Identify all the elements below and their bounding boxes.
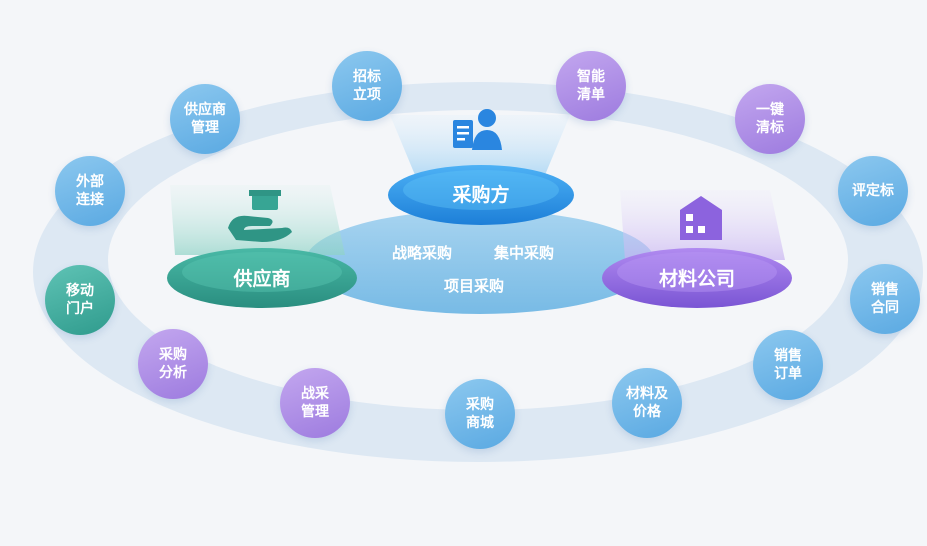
mode-project: 项目采购	[444, 277, 505, 295]
bubble-xiaoshou-dingdan[interactable]: 销售 订单	[753, 330, 823, 400]
materials-icon	[680, 196, 722, 240]
bubble-gongyingshang-guanli[interactable]: 供应商 管理	[170, 84, 240, 154]
procurer-label: 采购方	[452, 183, 510, 206]
bubble-yijian[interactable]: 一键 清标	[735, 84, 805, 154]
mode-strategic: 战略采购	[392, 244, 453, 262]
bubble-caigou-fenxi[interactable]: 采购 分析	[138, 329, 208, 399]
mode-centralized: 集中采购	[494, 244, 555, 262]
bubble-caigou-shangcheng[interactable]: 采购 商城	[445, 379, 515, 449]
bubble-cailiao[interactable]: 材料及 价格	[612, 368, 682, 438]
materials-node	[602, 248, 792, 308]
procurer-icon	[453, 109, 502, 150]
bubble-yidong[interactable]: 移动 门户	[45, 265, 115, 335]
supplier-node	[167, 248, 357, 308]
bubble-zhancai[interactable]: 战采 管理	[280, 368, 350, 438]
bubble-waibu[interactable]: 外部 连接	[55, 156, 125, 226]
bubble-pingding[interactable]: 评定标	[838, 156, 908, 226]
procurer-node	[388, 165, 574, 225]
core-platform	[305, 210, 655, 314]
materials-label: 材料公司	[658, 267, 735, 290]
supplier-icon	[228, 190, 292, 242]
supplier-label: 供应商	[233, 267, 291, 290]
bubble-zhaobiao[interactable]: 招标 立项	[332, 51, 402, 121]
bubble-xiaoshou-hetong[interactable]: 销售 合同	[850, 264, 920, 334]
bubble-zhineng[interactable]: 智能 清单	[556, 51, 626, 121]
